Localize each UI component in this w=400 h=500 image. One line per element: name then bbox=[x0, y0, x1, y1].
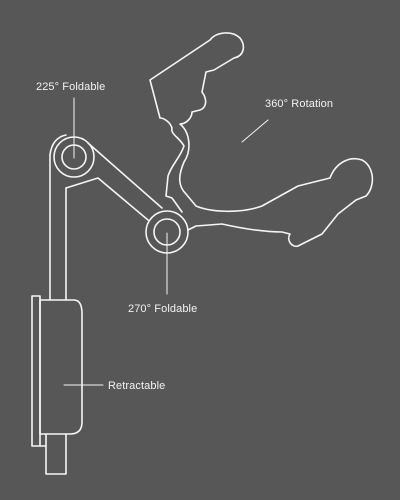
label-360-rotation: 360° Rotation bbox=[265, 98, 334, 110]
retractable-sleeve bbox=[39, 299, 83, 435]
upper-joint bbox=[49, 134, 95, 178]
label-225-foldable: 225° Foldable bbox=[36, 81, 106, 93]
bottom-post bbox=[45, 433, 67, 475]
clamp-holder bbox=[149, 32, 374, 248]
leader-360 bbox=[241, 119, 269, 143]
sleeve-flange bbox=[31, 295, 41, 447]
vertical-pole bbox=[49, 154, 67, 301]
label-270-foldable: 270° Foldable bbox=[128, 303, 198, 315]
diagonal-arm bbox=[65, 142, 163, 221]
label-retractable: Retractable bbox=[108, 380, 166, 392]
